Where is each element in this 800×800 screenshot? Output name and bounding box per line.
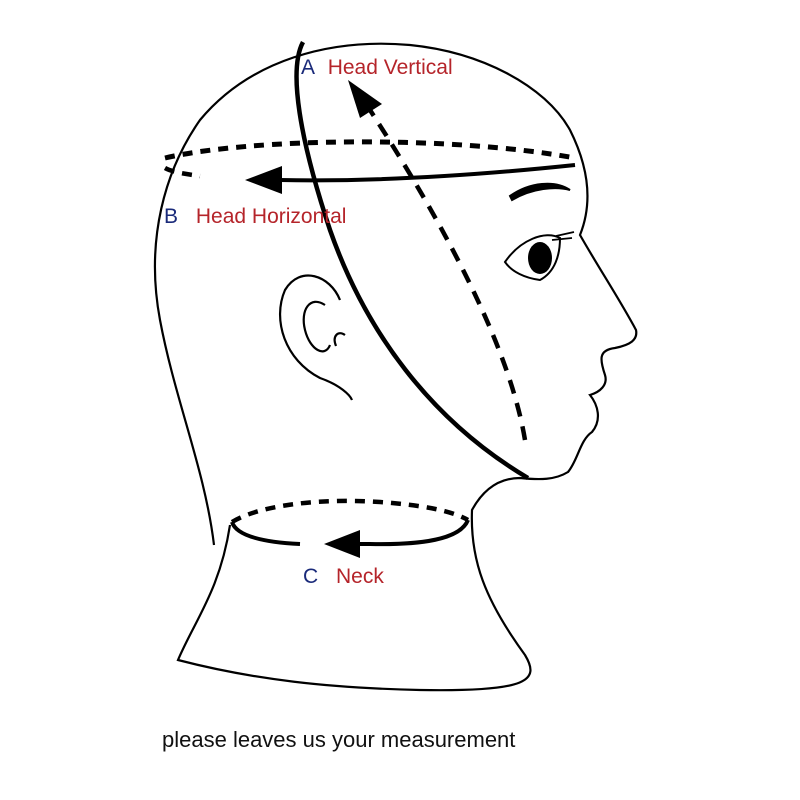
head-vertical-dashed-line [368,108,528,441]
eyebrow [508,182,571,202]
label-c-text: Neck [336,565,384,588]
label-c: C Neck [303,565,384,588]
neck-line [330,519,470,547]
ear-illustration [278,274,354,401]
label-a-text: Head Vertical [328,56,453,79]
head-horizontal-arrow-icon [245,166,282,194]
head-horizontal-dashed-line [164,139,576,161]
label-a: A Head Vertical [301,56,453,79]
head-vertical-arrow-icon [348,80,382,118]
label-b: B Head Horizontal [164,205,346,228]
head-outline [153,42,638,692]
eye-illustration [503,231,575,282]
head-horizontal-dashed-back [163,165,201,179]
label-a-letter: A [301,56,315,79]
neck-solid-left [230,521,301,546]
label-b-letter: B [164,205,178,228]
head-vertical-line [294,40,530,480]
caption-text: please leaves us your measurement [162,727,516,752]
neck-dashed-line [230,498,470,524]
label-b-text: Head Horizontal [196,205,347,228]
label-c-letter: C [303,565,318,588]
neck-arrow-icon [324,530,360,558]
head-horizontal-line [279,163,576,183]
